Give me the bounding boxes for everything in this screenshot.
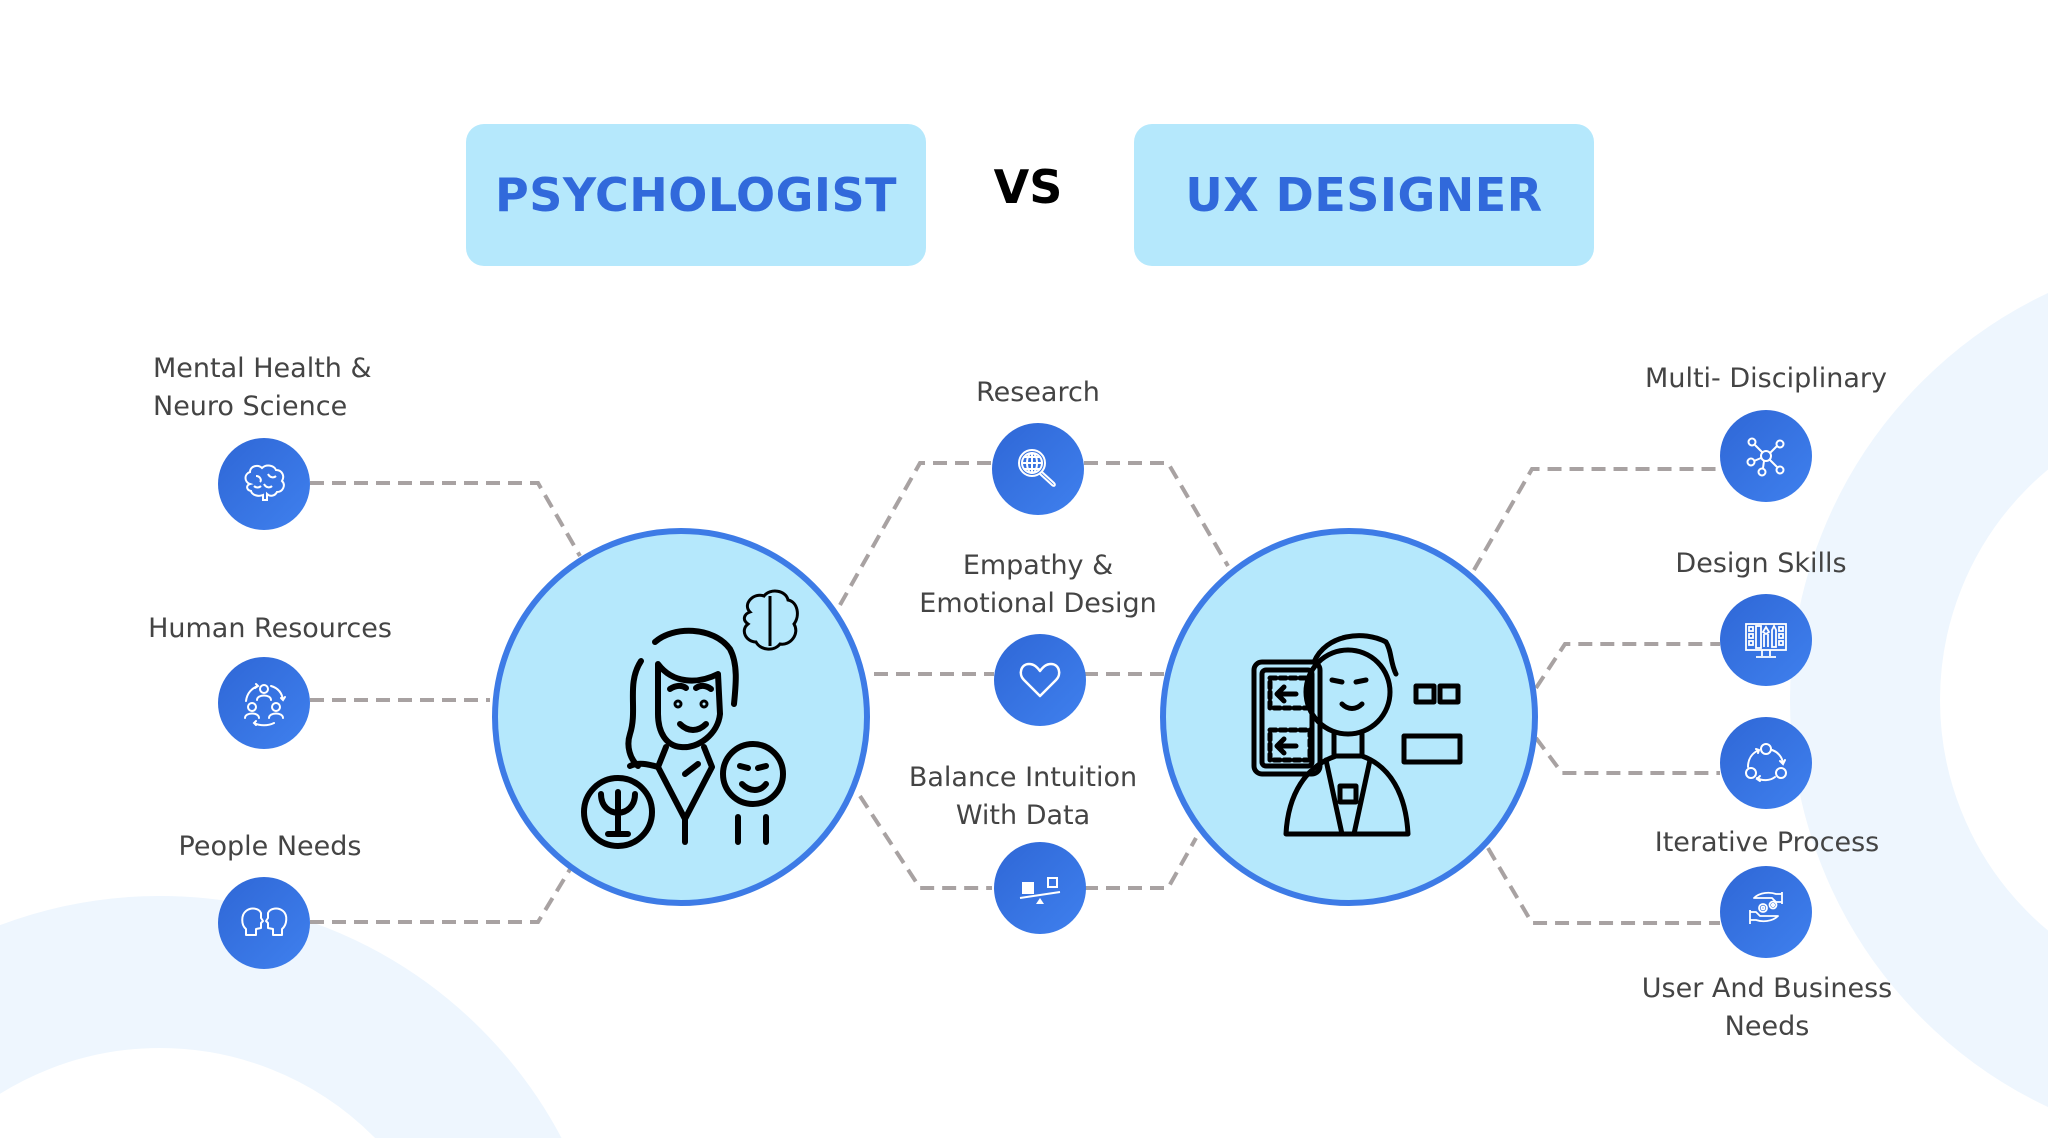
label-line-1: Multi- Disciplinary bbox=[1645, 363, 1887, 394]
node-people-needs[interactable] bbox=[218, 877, 310, 969]
psychologist-hub bbox=[492, 528, 870, 906]
label-design-skills: Design Skills bbox=[1611, 545, 1911, 583]
ux-designer-title: UX DESIGNER bbox=[1185, 168, 1543, 222]
node-mental-health[interactable] bbox=[218, 438, 310, 530]
design-monitor-icon bbox=[1745, 623, 1787, 658]
connector-mental-health bbox=[310, 481, 582, 557]
connector-research-left bbox=[838, 461, 992, 606]
two-heads-icon bbox=[241, 907, 288, 936]
ux-designer-icon bbox=[1251, 633, 1463, 837]
psychologist-title: PSYCHOLOGIST bbox=[494, 168, 898, 222]
globe-search-icon bbox=[1018, 449, 1056, 487]
node-balance[interactable] bbox=[994, 842, 1086, 934]
node-iterative[interactable] bbox=[1720, 717, 1812, 809]
ux-designer-hub bbox=[1160, 528, 1538, 906]
connector-user-business bbox=[1486, 846, 1720, 925]
label-iterative: Iterative Process bbox=[1617, 824, 1917, 862]
label-line-2: Emotional Design bbox=[919, 588, 1157, 619]
label-line-1: Human Resources bbox=[148, 613, 392, 644]
label-line-1: Research bbox=[976, 377, 1100, 408]
node-design-skills[interactable] bbox=[1720, 594, 1812, 686]
node-user-business[interactable] bbox=[1720, 866, 1812, 958]
label-human-resources: Human Resources bbox=[120, 610, 420, 648]
label-line-1: Iterative Process bbox=[1654, 827, 1880, 858]
label-line-1: Design Skills bbox=[1675, 548, 1847, 579]
node-empathy[interactable] bbox=[994, 634, 1086, 726]
label-user-business: User And Business Needs bbox=[1617, 970, 1917, 1046]
bg-ring-bottom-left bbox=[0, 896, 562, 1138]
ux-designer-title-box: UX DESIGNER bbox=[1134, 124, 1594, 266]
brain-icon bbox=[244, 464, 285, 501]
connector-balance-right bbox=[1084, 837, 1198, 890]
balance-scale-icon bbox=[1019, 877, 1061, 904]
connector-design-skills bbox=[1534, 642, 1720, 690]
hands-gears-icon bbox=[1749, 891, 1783, 924]
label-empathy: Empathy & Emotional Design bbox=[888, 547, 1188, 623]
cycle-icon bbox=[1745, 743, 1787, 782]
heart-icon bbox=[1019, 662, 1061, 698]
label-research: Research bbox=[888, 374, 1188, 412]
label-line-1: Empathy & bbox=[962, 550, 1114, 581]
psychologist-icon bbox=[581, 589, 799, 849]
node-research[interactable] bbox=[992, 423, 1084, 515]
label-balance: Balance Intuition With Data bbox=[873, 759, 1173, 835]
label-line-1: User And Business bbox=[1641, 973, 1893, 1004]
connector-people-needs bbox=[310, 864, 574, 924]
label-line-2: Neuro Science bbox=[153, 391, 348, 422]
label-line-2: With Data bbox=[955, 800, 1091, 831]
label-line-1: People Needs bbox=[178, 831, 362, 862]
vs-label: VS bbox=[993, 160, 1063, 214]
label-line-2: Needs bbox=[1724, 1011, 1810, 1042]
label-line-1: Mental Health & bbox=[153, 353, 372, 384]
connector-balance-left bbox=[858, 794, 992, 890]
label-mental-health: Mental Health & Neuro Science bbox=[153, 350, 372, 426]
connector-iterative bbox=[1534, 736, 1720, 775]
team-cycle-icon bbox=[244, 683, 286, 727]
label-people-needs: People Needs bbox=[120, 828, 420, 866]
psychologist-title-box: PSYCHOLOGIST bbox=[466, 124, 926, 266]
label-line-1: Balance Intuition bbox=[908, 762, 1138, 793]
node-multidisciplinary[interactable] bbox=[1720, 410, 1812, 502]
bg-ring-right bbox=[1790, 293, 2048, 1107]
connector-research-right bbox=[1084, 461, 1230, 568]
network-icon bbox=[1746, 437, 1785, 477]
label-multidisciplinary: Multi- Disciplinary bbox=[1616, 360, 1916, 398]
node-human-resources[interactable] bbox=[218, 657, 310, 749]
connector-multidisciplinary bbox=[1472, 467, 1720, 571]
